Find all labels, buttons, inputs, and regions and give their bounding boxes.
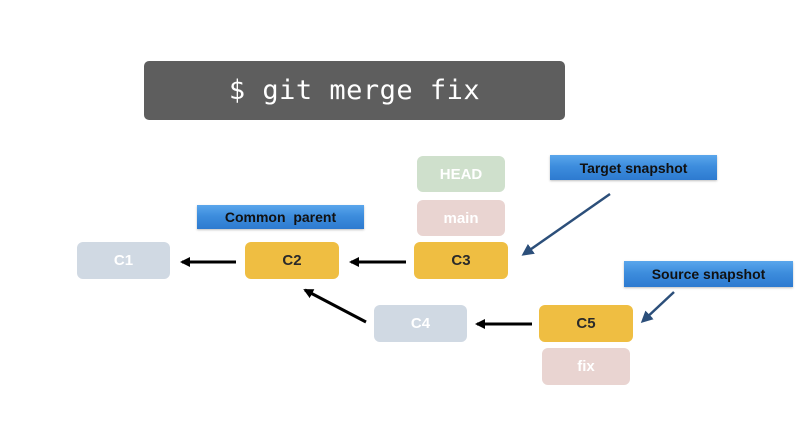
commit-c4: C4 [374,305,467,342]
commit-c1-label: C1 [113,252,134,269]
commit-c1: C1 [77,242,170,279]
git-command-text: $ git merge fix [228,75,481,106]
common-parent-label: Common parent [224,209,337,225]
source-snapshot-pointer-arrow [640,291,675,324]
fix-branch-label: fix [577,358,595,375]
target-snapshot-label: Target snapshot [579,159,688,176]
commit-c2-label: C2 [282,252,302,269]
commit-c4-label: C4 [410,315,431,332]
commit-c2: C2 [245,242,339,279]
commit-c5-label: C5 [576,315,596,332]
commit-c3-label: C3 [451,252,471,269]
main-branch-label: main [443,209,479,227]
target-snapshot-pointer-arrow [521,192,611,256]
head-ref-label: HEAD [439,165,483,183]
edge-c4-to-c2 [303,288,367,324]
source-snapshot-callout: Source snapshot [624,261,793,287]
commit-c5: C5 [539,305,633,342]
git-command-banner: $ git merge fix [144,61,565,120]
commit-c3: C3 [414,242,508,279]
target-snapshot-callout: Target snapshot [550,155,717,180]
common-parent-callout: Common parent [197,205,364,229]
head-ref: HEAD [417,156,505,192]
fix-branch-ref: fix [542,348,630,385]
source-snapshot-label: Source snapshot [651,266,766,282]
main-branch-ref: main [417,200,505,236]
